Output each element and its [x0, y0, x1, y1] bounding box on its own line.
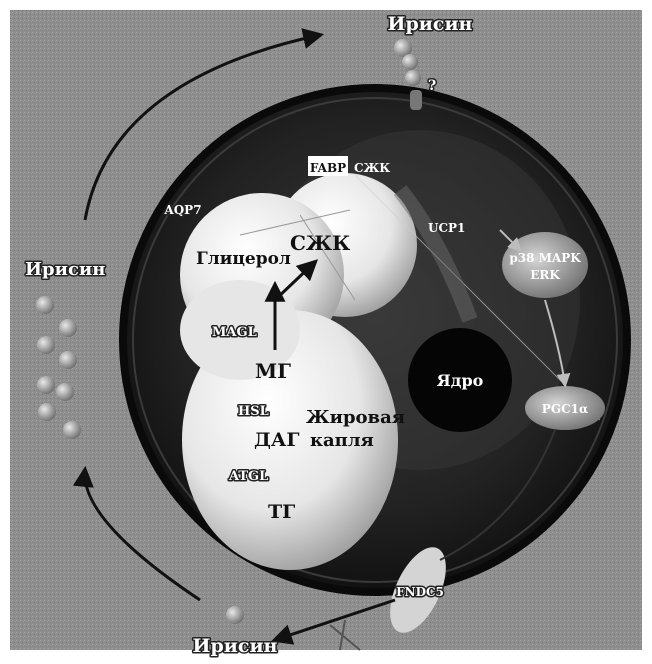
irisin-sphere-bottom	[226, 606, 244, 624]
irisin-left-label: Ирисин	[25, 259, 105, 280]
glycerol-label: Глицерол	[196, 249, 291, 269]
magl-label: MAGL	[212, 325, 257, 340]
fndc5-label: FNDC5	[396, 585, 444, 599]
irisin-sphere	[36, 296, 54, 314]
szhk-top-label: СЖК	[354, 161, 390, 175]
p38-mapk-erk-oval	[502, 232, 588, 298]
irisin-sphere	[63, 421, 81, 439]
mg-label: МГ	[255, 359, 291, 383]
irisin-sphere-top	[402, 54, 418, 70]
irisin-sphere	[37, 336, 55, 354]
pgc1a-label: PGC1α	[542, 402, 588, 416]
lipid-droplet-label-1: Жировая	[306, 407, 405, 428]
irisin-sphere	[37, 376, 55, 394]
nucleus-label: Ядро	[437, 371, 484, 390]
receptor-icon	[410, 90, 422, 110]
tg-label: ТГ	[268, 501, 295, 523]
question-mark-label: ?	[428, 78, 436, 94]
irisin-top-label: Ирисин	[388, 13, 473, 35]
irisin-sphere	[38, 403, 56, 421]
irisin-bottom-label: Ирисин	[193, 635, 278, 657]
irisin-sphere	[56, 383, 74, 401]
aqp7-label: AQP7	[163, 203, 201, 217]
fabp-label: FABP	[310, 161, 346, 175]
irisin-sphere	[59, 351, 77, 369]
atgl-label: ATGL	[228, 469, 268, 484]
erk-label: ERK	[530, 268, 560, 282]
szhk-main-label: СЖК	[290, 231, 350, 255]
dag-label: ДАГ	[254, 429, 300, 451]
ucp1-label: UCP1	[428, 221, 465, 235]
p38-mapk-label: p38 MAPK	[509, 251, 581, 265]
hsl-label: HSL	[238, 404, 269, 419]
irisin-sphere-top	[405, 70, 421, 86]
lipid-droplet-label-2: капля	[310, 430, 374, 451]
irisin-sphere	[59, 319, 77, 337]
